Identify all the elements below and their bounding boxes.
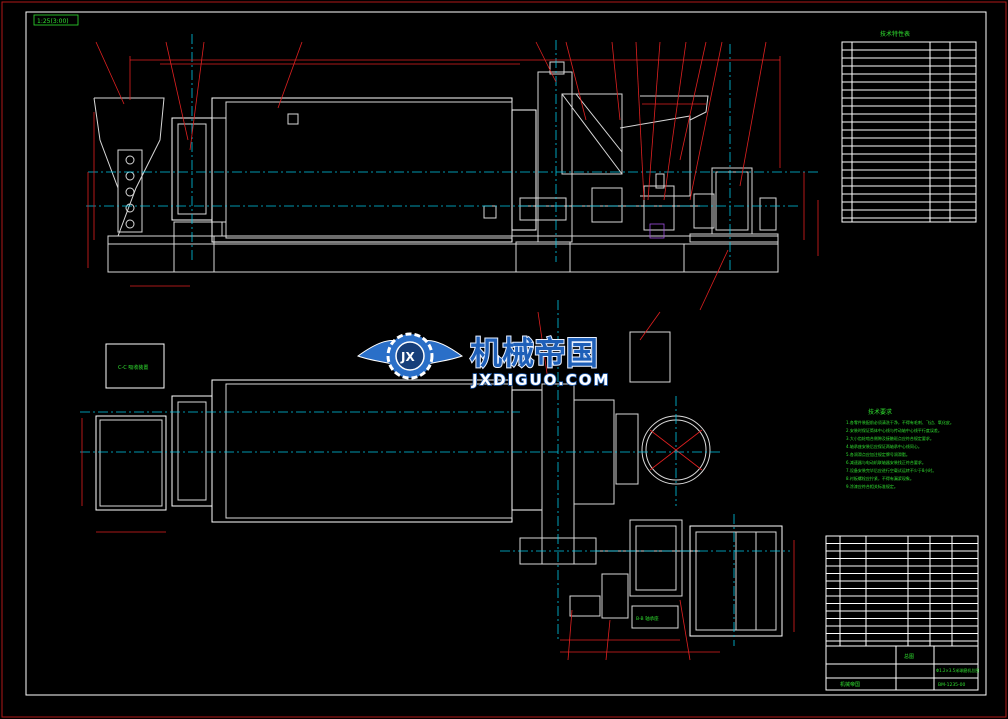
title-block-company: 机械帝国	[840, 681, 860, 688]
tech-req-line-2: 2.安装时保证筒体中心线与传动轴中心线平行度误差。	[846, 427, 942, 433]
watermark-en: JXDIGUO.COM	[471, 371, 610, 389]
watermark: JX 机械帝国 JXDIGUO.COM	[356, 332, 610, 390]
title-block-unit: 总图	[904, 653, 914, 660]
watermark-cn: 机械帝国	[470, 334, 598, 372]
tech-req-line-6: 6.减速器与电动机联轴器安装找正符合要求。	[846, 459, 926, 465]
small-box-label: C-C 吸收装置	[118, 364, 148, 371]
tech-req-line-3: 3.大小齿轮啮合侧隙及接触斑点应符合规定要求。	[846, 435, 934, 441]
small-label-bottom: B-B 轴承座	[636, 615, 659, 622]
title-block: 总图 Φ1.2×3.5米球磨机总图 BM-1235-00 机械帝国	[825, 645, 979, 691]
scale-tag: 1:25(3:00)	[37, 18, 69, 25]
watermark-logo-letters: JX	[400, 350, 415, 364]
tech-req-line-5: 5.各润滑点应加注规定牌号润滑脂。	[846, 451, 910, 457]
tech-requirements: 技术要求 1.各零件装配前必须清洗干净，不得有毛刺、飞边、氧化皮。 2.安装时保…	[846, 408, 954, 489]
scale-tag-box	[33, 14, 79, 26]
tech-req-line-9: 9.涂漆应符合相关标准规定。	[846, 483, 898, 489]
tech-req-line-1: 1.各零件装配前必须清洗干净，不得有毛刺、飞边、氧化皮。	[846, 419, 954, 425]
tech-req-line-8: 8.衬板螺栓应拧紧，不得有漏浆现象。	[846, 475, 914, 481]
drawing-number: BM-1235-00	[938, 682, 966, 688]
tech-req-title: 技术要求	[868, 408, 892, 416]
drawing-main-title: Φ1.2×3.5米球磨机总图	[936, 667, 979, 673]
tech-table: 技术特性表	[841, 30, 977, 223]
inner-frame	[25, 11, 987, 696]
tech-table-title: 技术特性表	[880, 30, 910, 38]
plan-view: C-C 吸收装置 B-B 轴承座	[80, 300, 795, 661]
elevation-view	[86, 34, 820, 311]
tech-req-line-7: 7.设备安装完毕后应进行空载试运转不少于8小时。	[846, 467, 936, 473]
parts-list	[825, 535, 979, 647]
tech-req-line-4: 4.轴承座安装后应保证两轴承中心线同心。	[846, 443, 922, 449]
